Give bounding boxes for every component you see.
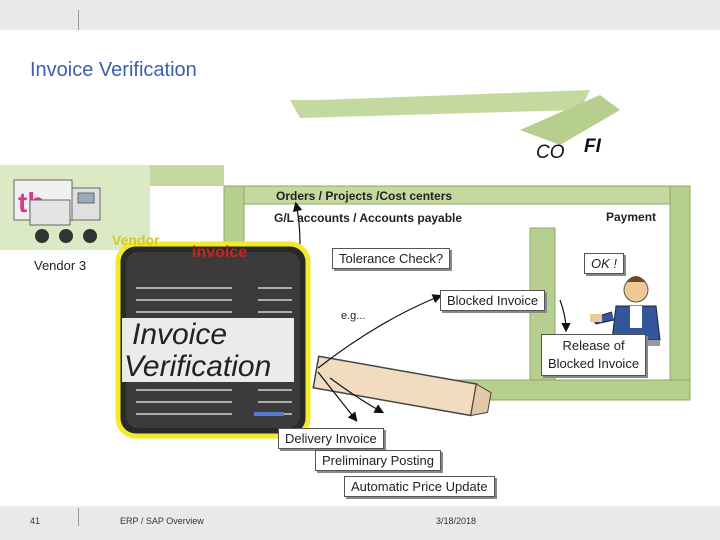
- slide-date: 3/18/2018: [436, 516, 477, 526]
- magnifier-icon: Invoice Verification: [115, 241, 492, 439]
- vendor-invoice-label: invoice: [192, 244, 248, 261]
- magnifier-line2: Verification: [124, 350, 271, 383]
- vendor3-label: Vendor 3: [34, 258, 87, 273]
- header-bar: [0, 0, 720, 30]
- module-co: CO: [536, 142, 565, 163]
- automatic-price-update-box: Automatic Price Update: [344, 476, 495, 497]
- release-line2: Blocked Invoice: [548, 356, 640, 371]
- preliminary-posting-box: Preliminary Posting: [315, 450, 441, 471]
- page-number: 41: [30, 516, 41, 526]
- tolerance-check-box: Tolerance Check?: [332, 248, 451, 269]
- slide-title: Invoice Verification: [30, 59, 197, 81]
- blocked-invoice-box: Blocked Invoice: [440, 290, 546, 311]
- footer-divider: [78, 508, 79, 526]
- vendor-label: Vendor: [112, 232, 160, 248]
- ok-box: OK !: [584, 253, 625, 274]
- course-name: ERP / SAP Overview: [120, 516, 204, 526]
- truck-icon: th: [13, 179, 101, 243]
- module-fi: FI: [584, 136, 601, 157]
- gl-accounts-label: G/L accounts / Accounts payable: [274, 211, 463, 225]
- header-divider: [78, 10, 79, 30]
- delivery-invoice-box: Delivery Invoice: [278, 428, 384, 449]
- flow-arrows: [292, 201, 571, 422]
- eg-label: e.g...: [341, 310, 366, 322]
- release-box: Release of Blocked Invoice: [541, 334, 647, 376]
- payment-label: Payment: [606, 210, 657, 224]
- magnifier-line1: Invoice: [132, 318, 227, 351]
- footer-bar: [0, 506, 720, 540]
- release-line1: Release of: [562, 338, 625, 353]
- orders-label: Orders / Projects /Cost centers: [276, 189, 453, 203]
